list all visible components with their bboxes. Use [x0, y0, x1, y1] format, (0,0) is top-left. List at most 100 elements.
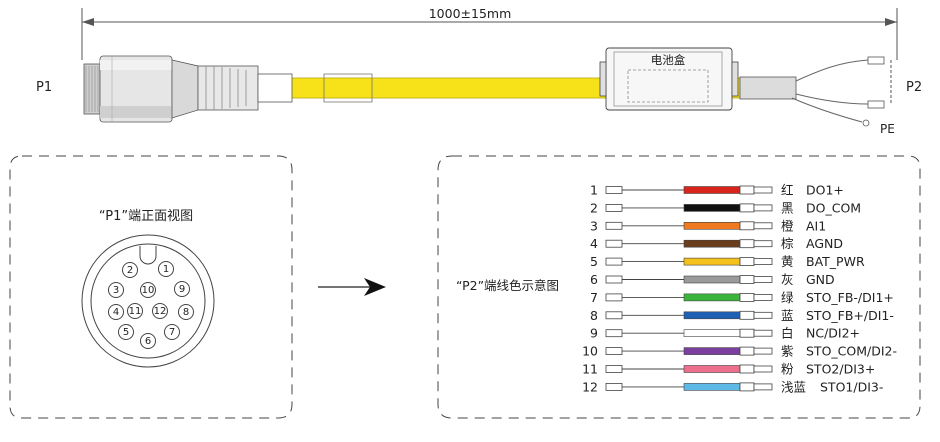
wire-signal: STO_FB-/DI1+	[806, 290, 894, 305]
wire-signal: STO_FB+/DI1-	[806, 308, 894, 323]
wire-color-name: 红	[781, 183, 794, 198]
wire-ferrule-right	[739, 364, 755, 374]
wire-number: 8	[590, 308, 598, 323]
wire-ferrule-left	[605, 382, 623, 391]
wire-ferrule-right	[739, 310, 755, 320]
wire-color-swatch	[683, 275, 741, 284]
wire-row-1: 1 红 DO1+	[590, 183, 844, 198]
wire-ferrule-right	[739, 185, 755, 195]
p1-pin-label: 3	[113, 285, 119, 296]
wire-signal: AGND	[806, 236, 843, 251]
wire-number: 2	[590, 200, 598, 215]
wire-number: 4	[590, 236, 598, 251]
wire-color-name: 白	[781, 326, 794, 341]
wire-number: 11	[582, 362, 598, 377]
wire-signal: DO1+	[806, 183, 844, 198]
p1-pin-label: 2	[127, 265, 133, 276]
wire-signal: STO1/DI3-	[820, 379, 883, 394]
p1-pin-label: 6	[145, 336, 151, 347]
wire-color-name: 橙	[781, 218, 794, 233]
wire-row-4: 4 棕 AGND	[590, 236, 843, 251]
p1-connector	[83, 55, 293, 123]
wire-number: 10	[582, 344, 598, 359]
p1-pin-7: 7	[164, 324, 180, 340]
wire-pin-tip	[753, 222, 773, 230]
battery-box: 电池盒	[599, 47, 739, 111]
wire-color-swatch	[683, 311, 741, 320]
wire-color-swatch	[683, 239, 741, 248]
p1-pin-8: 8	[178, 304, 194, 320]
wire-pin-tip	[753, 347, 773, 355]
wire-color-swatch	[683, 257, 741, 266]
wire-row-3: 3 橙 AI1	[590, 218, 826, 233]
p1-pin-2: 2	[122, 262, 138, 278]
p1-pin-6: 6	[140, 333, 156, 349]
wire-ferrule-left	[605, 221, 623, 230]
wire-ferrule-right	[739, 275, 755, 284]
p1-label: P1	[36, 80, 52, 95]
wire-color-name: 灰	[781, 272, 794, 287]
wire-ferrule-right	[739, 346, 755, 356]
wire-signal: STO_COM/DI2-	[806, 344, 897, 359]
wire-number: 1	[590, 183, 598, 198]
p1-pin-12: 12	[152, 303, 168, 319]
p1-pin-label: 7	[169, 327, 175, 338]
p1-pin-9: 9	[174, 281, 190, 297]
wire-ferrule-right	[739, 257, 755, 267]
wire-row-12: 12 浅蓝 STO1/DI3-	[582, 379, 883, 394]
wire-color-name: 棕	[781, 236, 794, 251]
wire-pin-tip	[753, 258, 773, 266]
wire-ferrule-right	[739, 221, 755, 231]
p1-pin-label: 4	[113, 307, 119, 318]
p1-pin-1: 1	[158, 261, 174, 277]
p1-pin-5: 5	[118, 324, 134, 340]
wire-number: 9	[590, 326, 598, 341]
wire-ferrule-right	[739, 239, 755, 249]
pe-ring-terminal	[862, 119, 870, 127]
wire-color-swatch	[683, 329, 741, 338]
wire-color-name: 绿	[781, 290, 794, 305]
wire-signal: STO2/DI3+	[806, 362, 875, 377]
wire-ferrule-right	[739, 203, 755, 213]
wire-signal: GND	[806, 272, 835, 287]
p1-pin-label: 9	[179, 284, 185, 295]
p1-panel-frame	[9, 155, 293, 419]
battery-box-label: 电池盒	[651, 53, 686, 67]
p1-panel-title: “P1”端正面视图	[99, 209, 193, 224]
wire-row-6: 6 灰 GND	[590, 272, 835, 287]
p2-panel-frame	[437, 155, 921, 419]
wire-color-name: 黑	[781, 200, 794, 215]
wire-ferrule-left	[605, 203, 623, 212]
length-label: 1000±15mm	[429, 6, 512, 21]
wire-number: 12	[582, 379, 598, 394]
length-dimension: 1000±15mm	[81, 6, 898, 60]
wire-number: 3	[590, 218, 598, 233]
pe-label: PE	[880, 122, 895, 136]
wire-color-swatch	[683, 222, 741, 230]
wire-signal: NC/DI2+	[806, 326, 860, 341]
wire-ferrule-left	[605, 329, 623, 338]
p1-pin-label: 1	[163, 264, 169, 275]
p1-pin-label: 5	[123, 327, 129, 338]
wire-signal: DO_COM	[806, 200, 861, 215]
wire-number: 5	[590, 254, 598, 269]
wire-color-name: 浅蓝	[781, 379, 806, 394]
p1-pin-10: 10	[140, 282, 156, 298]
wire-ferrule-left	[605, 365, 623, 373]
wire-color-swatch	[683, 204, 741, 212]
wire-pin-tip	[753, 186, 773, 194]
wire-signal: AI1	[806, 218, 826, 233]
wire-ferrule-right	[739, 292, 755, 302]
wire-pin-tip	[753, 240, 773, 248]
wire-ferrule-left	[605, 347, 623, 356]
p2-end	[739, 56, 892, 127]
wire-pin-tip	[753, 293, 773, 301]
wire-number: 6	[590, 272, 598, 287]
wire-ferrule-right	[739, 328, 755, 338]
